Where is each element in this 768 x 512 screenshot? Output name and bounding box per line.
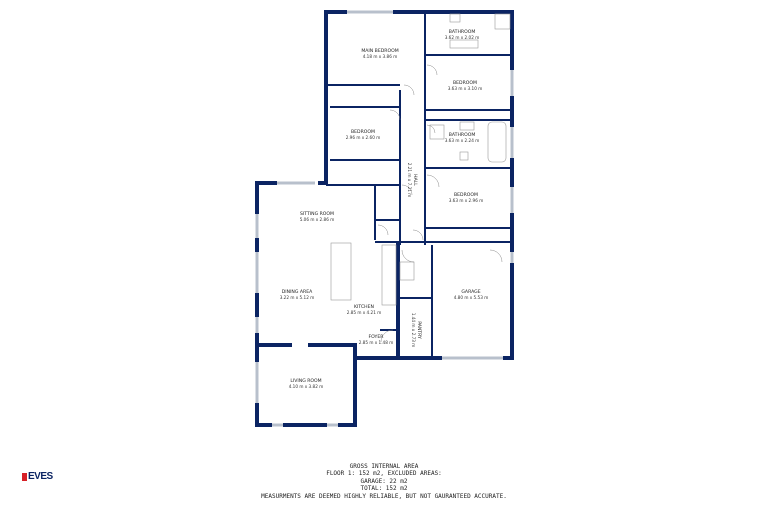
room-name: MAIN BEDROOM bbox=[361, 48, 398, 54]
room-name: BATHROOM bbox=[449, 132, 476, 138]
vanity bbox=[459, 121, 475, 131]
room-dims: 2.85 m x 4.21 m bbox=[347, 310, 382, 315]
room-dims: 2.85 m x 1.48 m bbox=[359, 340, 394, 345]
room-name: BEDROOM bbox=[351, 129, 375, 135]
room-labels: MAIN BEDROOM 4.18 m x 3.86 m BATHROOM 3.… bbox=[280, 29, 489, 389]
room-name: DINING AREA bbox=[282, 289, 313, 295]
gross-area-title: GROSS INTERNAL AREA bbox=[349, 463, 419, 470]
toilet bbox=[459, 151, 469, 161]
room-name: KITCHEN bbox=[354, 304, 374, 310]
logo-text: EVES bbox=[28, 471, 53, 482]
room-name: FOYER bbox=[369, 334, 385, 340]
room-name: SITTING ROOM bbox=[300, 211, 334, 217]
room-dims: 4.18 m x 3.86 m bbox=[363, 54, 398, 59]
shower bbox=[494, 13, 511, 30]
logo-mark bbox=[22, 472, 27, 481]
eves-logo: EVES bbox=[22, 471, 53, 482]
room-dims: 5.06 m x 2.86 m bbox=[300, 217, 335, 222]
room-name: BEDROOM bbox=[453, 80, 477, 86]
room-dims: 1.44 m x 2.73 m bbox=[411, 313, 416, 348]
garage-area: GARAGE: 22 m2 bbox=[360, 477, 408, 485]
windows bbox=[255, 10, 514, 427]
area-summary: GROSS INTERNAL AREA FLOOR 1: 152 m2, EXC… bbox=[0, 463, 768, 500]
room-dims: 3.63 m x 3.10 m bbox=[448, 86, 483, 91]
internal-walls bbox=[326, 12, 512, 358]
toilet bbox=[449, 13, 461, 23]
room-dims: 3.62 m x 2.02 m bbox=[445, 35, 480, 40]
appliance bbox=[399, 261, 415, 281]
fixtures bbox=[330, 13, 511, 306]
total-area: TOTAL: 152 m2 bbox=[360, 485, 408, 493]
room-dims: 4.80 m x 5.53 m bbox=[454, 295, 489, 300]
doors bbox=[377, 64, 503, 343]
bathtub bbox=[487, 121, 507, 163]
room-name: PANTRY bbox=[416, 321, 422, 339]
kitchen-counter bbox=[381, 244, 397, 306]
floor-area: FLOOR 1: 152 m2, EXCLUDED AREAS: bbox=[326, 470, 442, 478]
room-dims: 3.22 m x 5.12 m bbox=[280, 295, 315, 300]
kitchen-island bbox=[330, 242, 352, 301]
room-name: BATHROOM bbox=[449, 29, 476, 35]
room-dims: 3.63 m x 2.24 m bbox=[445, 138, 480, 143]
room-dims: 2.96 m x 2.60 m bbox=[346, 135, 381, 140]
vanity bbox=[449, 39, 479, 49]
room-dims: 3.63 m x 2.96 m bbox=[449, 198, 484, 203]
disclaimer: MEASURMENTS ARE DEEMED HIGHLY RELIABLE, … bbox=[261, 492, 507, 500]
room-name: LIVING ROOM bbox=[290, 378, 321, 384]
room-name: BEDROOM bbox=[454, 192, 478, 198]
outer-walls bbox=[255, 10, 514, 427]
room-name: HALL bbox=[412, 174, 418, 186]
room-name: GARAGE bbox=[461, 289, 480, 295]
room-dims: 4.10 m x 3.82 m bbox=[289, 384, 324, 389]
room-dims: 2.21 m x 7.21 m bbox=[407, 163, 412, 198]
